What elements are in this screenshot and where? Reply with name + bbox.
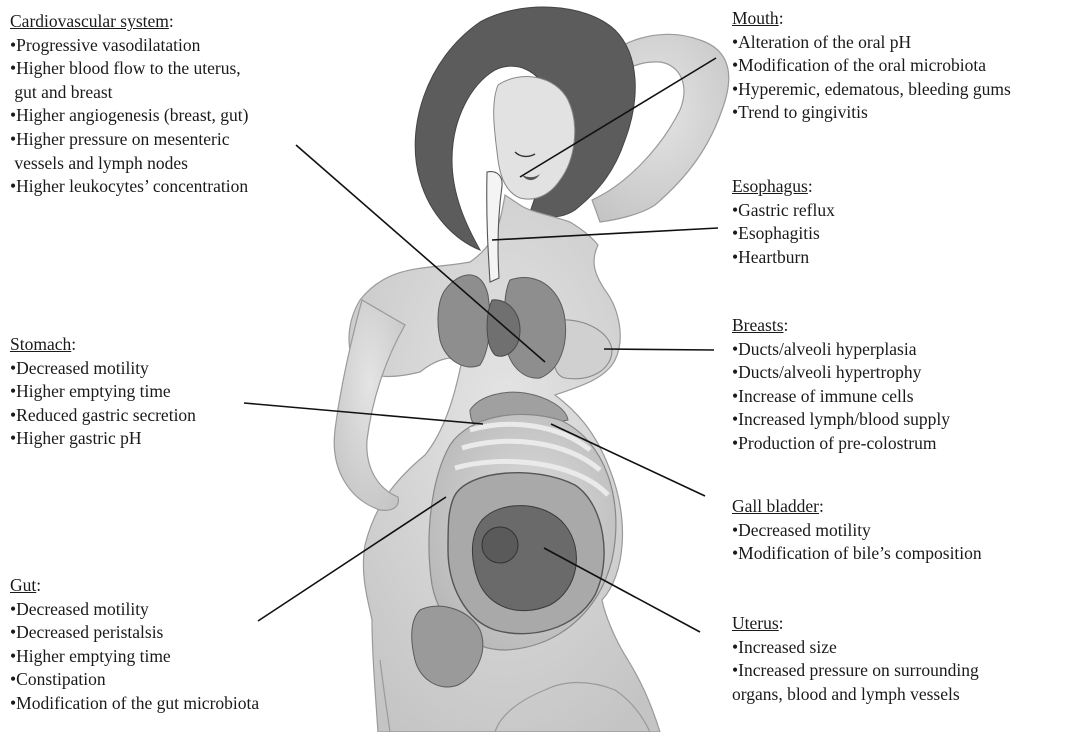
gut-heading: Gut: bbox=[10, 574, 259, 598]
cardio-bullet-item: Progressive vasodilatation bbox=[10, 34, 248, 58]
cardio-bullet-item: Higher leukocytes’ concentration bbox=[10, 175, 248, 199]
uterus-heading: Uterus: bbox=[732, 612, 979, 636]
stomach-bullet-item: Higher gastric pH bbox=[10, 427, 196, 451]
uterus-bullet-item: Increased size bbox=[732, 636, 979, 660]
gut-bullet-item: Decreased motility bbox=[10, 598, 259, 622]
gut-bullet-item: Higher emptying time bbox=[10, 645, 259, 669]
cardio-bullet-item: Higher pressure on mesenteric vessels an… bbox=[10, 128, 248, 175]
stomach-bullet-item: Higher emptying time bbox=[10, 380, 196, 404]
gut-bullet-item: Constipation bbox=[10, 668, 259, 692]
breasts-heading: Breasts: bbox=[732, 314, 950, 338]
gut-bullet-item: Decreased peristalsis bbox=[10, 621, 259, 645]
left-arm bbox=[334, 300, 405, 510]
uterus-label-block: Uterus: Increased sizeIncreased pressure… bbox=[732, 612, 979, 706]
mouth-bullet-item: Alteration of the oral pH bbox=[732, 31, 1011, 55]
mouth-heading: Mouth: bbox=[732, 7, 1011, 31]
cardio-bullet-item: Higher blood flow to the uterus, gut and… bbox=[10, 57, 248, 104]
gallbladder-bullet-item: Decreased motility bbox=[732, 519, 982, 543]
breasts-bullet-item: Increase of immune cells bbox=[732, 385, 950, 409]
breasts-bullet-item: Production of pre-colostrum bbox=[732, 432, 950, 456]
cardiovascular-heading: Cardiovascular system: bbox=[10, 10, 248, 34]
breasts-bullet-item: Increased lymph/blood supply bbox=[732, 408, 950, 432]
cardiovascular-label-block: Cardiovascular system: Progressive vasod… bbox=[10, 10, 248, 199]
breasts-bullet-item: Ducts/alveoli hyperplasia bbox=[732, 338, 950, 362]
fetal-head bbox=[482, 527, 518, 563]
gallbladder-bullet-item: Modification of bile’s composition bbox=[732, 542, 982, 566]
stomach-heading: Stomach: bbox=[10, 333, 196, 357]
left-lung bbox=[438, 275, 490, 367]
esophagus-bullet-item: Gastric reflux bbox=[732, 199, 835, 223]
mouth-bullet-item: Hyperemic, edematous, bleeding gums bbox=[732, 78, 1011, 102]
mouth-bullet-item: Modification of the oral microbiota bbox=[732, 54, 1011, 78]
breasts-bullet-item: Ducts/alveoli hypertrophy bbox=[732, 361, 950, 385]
gall-bladder-label-block: Gall bladder: Decreased motilityModifica… bbox=[732, 495, 982, 566]
gut-label-block: Gut: Decreased motilityDecreased perista… bbox=[10, 574, 259, 716]
uterus-bullet-item: Increased pressure on surrounding organs… bbox=[732, 659, 979, 706]
esophagus-bullet-item: Heartburn bbox=[732, 246, 835, 270]
gut-bullet-item: Modification of the gut microbiota bbox=[10, 692, 259, 716]
stomach-bullet-item: Decreased motility bbox=[10, 357, 196, 381]
esophagus-heading: Esophagus: bbox=[732, 175, 835, 199]
leader-line-breasts bbox=[604, 349, 714, 350]
gall-bladder-heading: Gall bladder: bbox=[732, 495, 982, 519]
cardio-bullet-item: Higher angiogenesis (breast, gut) bbox=[10, 104, 248, 128]
breasts-label-block: Breasts: Ducts/alveoli hyperplasiaDucts/… bbox=[732, 314, 950, 456]
mouth-label-block: Mouth: Alteration of the oral pHModifica… bbox=[732, 7, 1011, 125]
esophagus-label-block: Esophagus: Gastric refluxEsophagitisHear… bbox=[732, 175, 835, 269]
mouth-bullet-item: Trend to gingivitis bbox=[732, 101, 1011, 125]
stomach-bullet-item: Reduced gastric secretion bbox=[10, 404, 196, 428]
esophagus-bullet-item: Esophagitis bbox=[732, 222, 835, 246]
stomach-label-block: Stomach: Decreased motilityHigher emptyi… bbox=[10, 333, 196, 451]
